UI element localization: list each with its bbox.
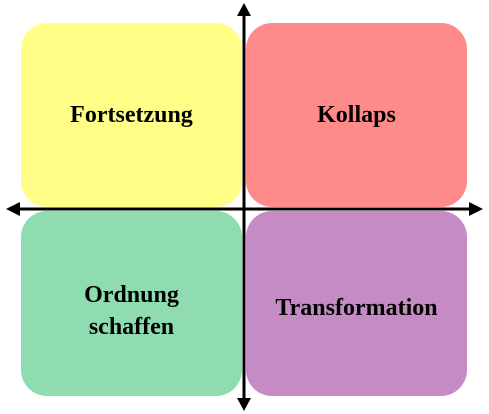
- vertical-axis-bottom-arrow: [237, 398, 251, 411]
- vertical-axis-top-arrow: [237, 3, 251, 16]
- quadrant-kollaps: Kollaps: [246, 23, 467, 207]
- quadrant-label-kollaps: Kollaps: [317, 102, 396, 128]
- quadrant-label-ordnung-schaffen: Ordnung schaffen: [84, 281, 179, 340]
- quadrant-label-transformation: Transformation: [275, 294, 438, 321]
- horizontal-axis-right-arrow: [469, 202, 483, 216]
- quadrant-fortsetzung: Fortsetzung: [21, 23, 242, 207]
- horizontal-axis-left-arrow: [6, 202, 20, 216]
- quadrant-label-fortsetzung: Fortsetzung: [70, 102, 193, 128]
- quadrant-transformation: Transformation: [246, 211, 467, 396]
- quadrant-ordnung-schaffen: Ordnung schaffen: [21, 211, 242, 396]
